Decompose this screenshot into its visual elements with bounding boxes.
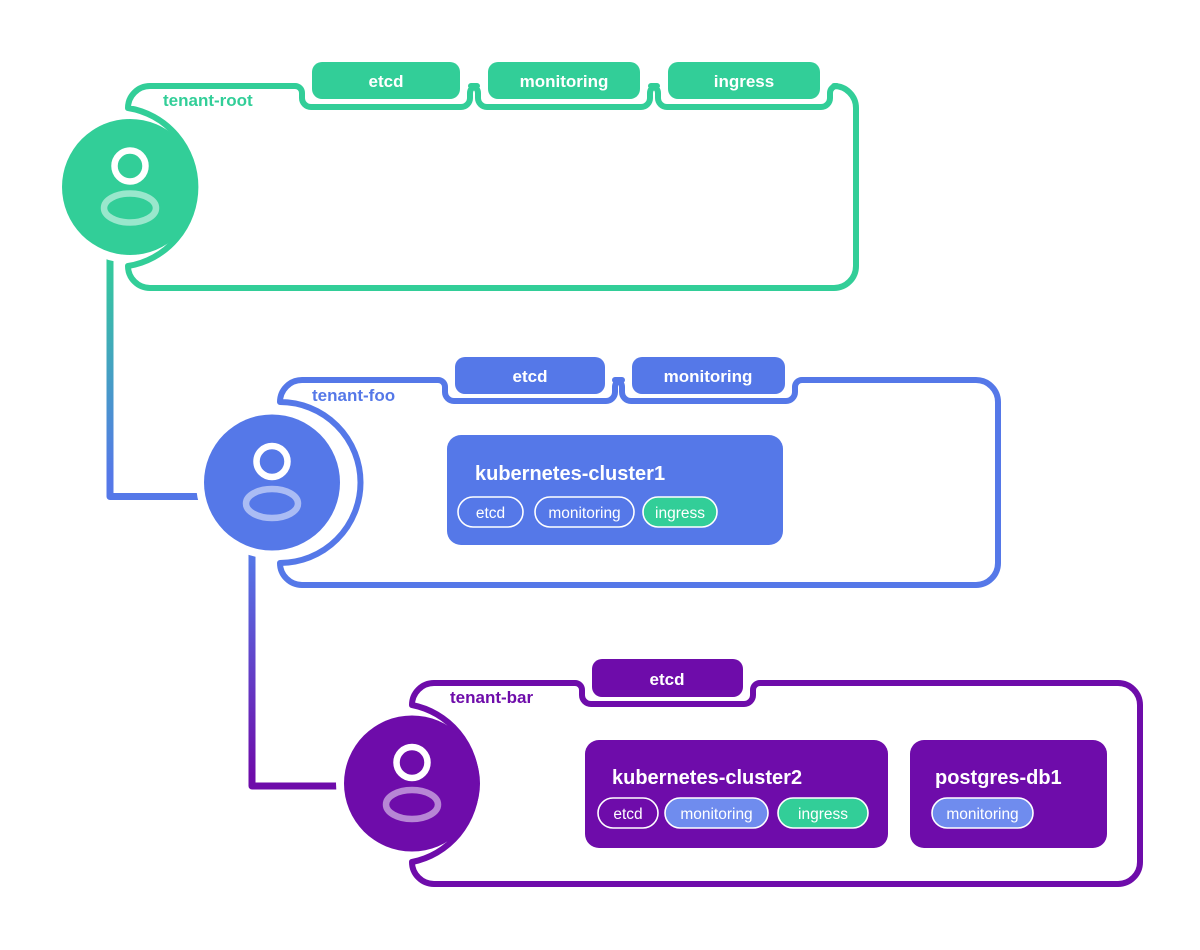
tab-shape (488, 62, 640, 99)
workload-kubernetes-cluster2: kubernetes-cluster2 etcd monitoring ingr… (585, 740, 888, 848)
user-icon (111, 147, 149, 185)
user-icon-body (100, 190, 160, 226)
pill-monitoring: monitoring (534, 496, 635, 528)
connector-foo-to-bar (248, 545, 350, 790)
pill-label: monitoring (946, 806, 1018, 823)
workload-box (447, 435, 783, 545)
user-icon-body (242, 485, 302, 522)
workload-title: kubernetes-cluster2 (612, 767, 802, 789)
user-icon-body (382, 786, 442, 823)
avatar-circle (62, 119, 198, 255)
tenant-bar-avatar (344, 715, 480, 852)
avatar-circle (204, 414, 340, 551)
tenant-foo-border (277, 377, 1001, 588)
pill-ingress: ingress (642, 496, 718, 528)
tenant-foo-tab-monitoring: monitoring (632, 357, 785, 394)
tab-shape (668, 62, 820, 99)
pill-shape (777, 797, 869, 829)
tab-label: monitoring (520, 72, 609, 91)
tenant-foo-label: tenant-foo (312, 386, 395, 405)
tenant-bar-border (409, 680, 1143, 887)
tenant-bar-label: tenant-bar (450, 688, 534, 707)
tab-label: ingress (714, 72, 774, 91)
pill-shape (664, 797, 769, 829)
workload-title: postgres-db1 (935, 767, 1062, 789)
tab-label: etcd (513, 367, 548, 386)
user-icon (253, 442, 291, 481)
tenant-foo-group: etcd monitoring tenant-foo kubernetes-cl… (196, 357, 1001, 588)
workload-box (585, 740, 888, 848)
workload-postgres-db1: postgres-db1 monitoring (910, 740, 1107, 848)
tab-label: monitoring (664, 367, 753, 386)
pill-label: monitoring (548, 505, 620, 522)
connectors (106, 250, 350, 790)
tenant-foo-avatar (204, 414, 340, 551)
pill-shape (597, 797, 659, 829)
tenant-bar-tab-etcd: etcd (592, 659, 743, 697)
avatar-circle (344, 715, 480, 852)
user-icon (393, 743, 431, 782)
pill-monitoring: monitoring (931, 797, 1034, 829)
workload-kubernetes-cluster1: kubernetes-cluster1 etcd monitoring ingr… (447, 435, 783, 545)
pill-shape (457, 496, 524, 528)
pill-shape (931, 797, 1034, 829)
tenant-root-avatar (62, 119, 198, 255)
tenant-root-group: etcd monitoring ingress tenant-root (54, 62, 859, 291)
tenant-root-label: tenant-root (163, 91, 253, 110)
tenant-foo-tab-etcd: etcd (455, 357, 605, 394)
tenant-root-tab-monitoring: monitoring (488, 62, 640, 99)
pill-label: etcd (476, 505, 505, 522)
tenant-root-tab-etcd: etcd (312, 62, 460, 99)
tenant-root-tab-ingress: ingress (668, 62, 820, 99)
workload-title: kubernetes-cluster1 (475, 463, 665, 485)
tab-label: etcd (369, 72, 404, 91)
pill-ingress: ingress (777, 797, 869, 829)
tab-label: etcd (650, 670, 685, 689)
workload-box (910, 740, 1107, 848)
pill-shape (534, 496, 635, 528)
pill-label: ingress (655, 505, 705, 522)
pill-monitoring: monitoring (664, 797, 769, 829)
tab-shape (592, 659, 743, 697)
pill-shape (642, 496, 718, 528)
tab-shape (632, 357, 785, 394)
pill-etcd: etcd (457, 496, 524, 528)
tenant-root-border (125, 83, 859, 291)
tab-shape (455, 357, 605, 394)
connector-root-to-foo (106, 250, 210, 500)
tenant-bar-group: etcd tenant-bar kubernetes-cluster2 etcd… (336, 659, 1143, 887)
tab-shape (312, 62, 460, 99)
pill-label: monitoring (680, 806, 752, 823)
pill-label: etcd (613, 806, 642, 823)
pill-label: ingress (798, 806, 848, 823)
pill-etcd: etcd (597, 797, 659, 829)
